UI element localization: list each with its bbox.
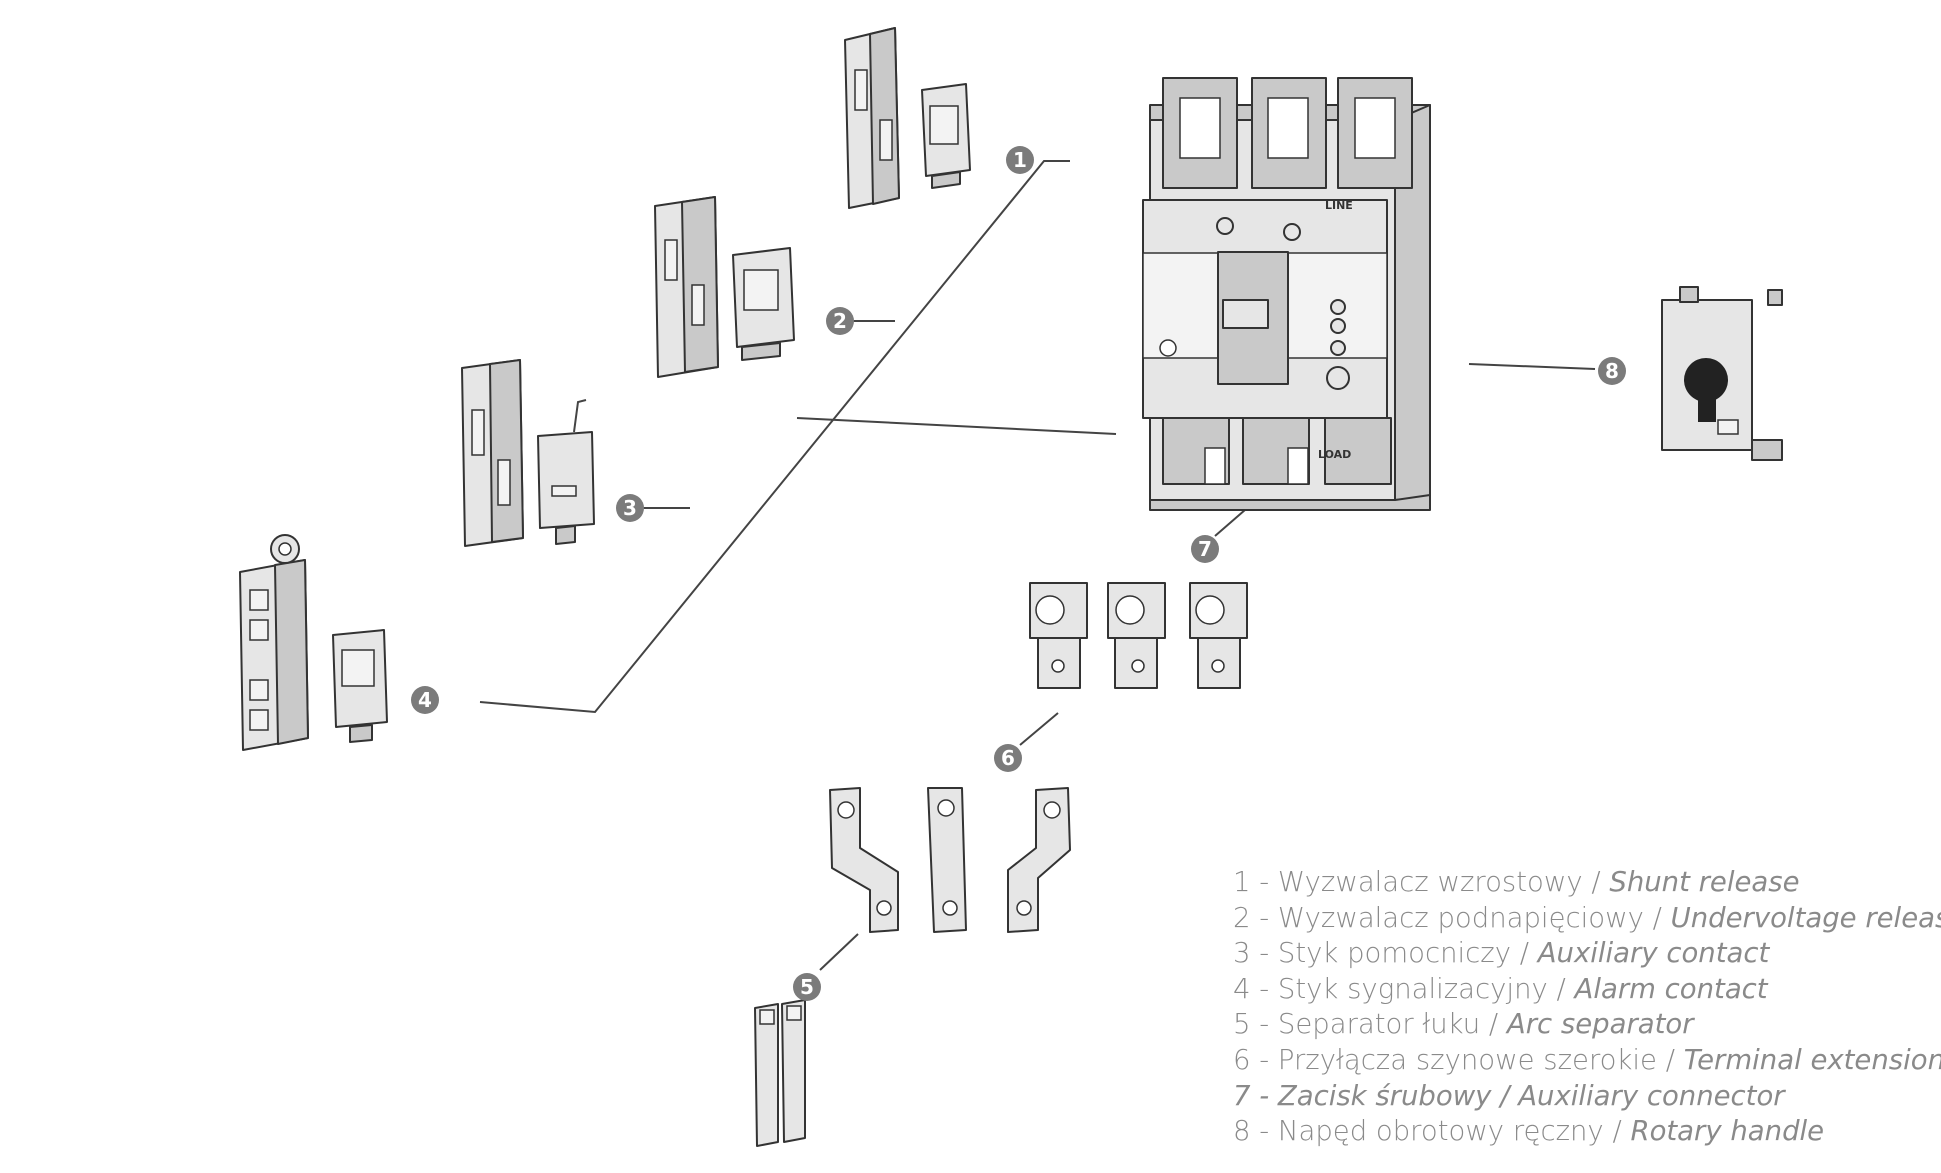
legend-polish-name: Wyzwalacz podnapięciowy [1277,901,1644,934]
legend-separator: / [1511,937,1538,970]
legend-separator: / [1656,1043,1684,1076]
legend-number: 7 [1233,1079,1251,1112]
legend-item-5: 5 - Separator łuku / Arc separator [1233,1008,1694,1041]
svg-text:7: 7 [1198,537,1212,561]
callout-7: 7 [1191,535,1219,563]
legend-english-name: Rotary handle [1630,1115,1825,1148]
legend-number: 3 [1233,937,1251,970]
legend-english-name: Auxiliary connector [1518,1079,1785,1112]
legend-polish-name: Wyzwalacz wzrostowy [1277,866,1583,898]
circuit-breaker-part: LINE LOAD [1142,77,1431,511]
legend-english-name: Shunt release [1609,866,1800,898]
svg-text:8: 8 [1605,359,1619,383]
legend-english-name: Arc separator [1506,1008,1694,1041]
legend-separator: / [1491,1079,1519,1112]
svg-text:3: 3 [623,496,637,520]
legend-polish-name: Styk pomocniczy [1277,937,1511,970]
load-label: LOAD [1318,448,1351,461]
legend-english-name: Undervoltage release [1670,901,1941,934]
svg-text:6: 6 [1001,746,1015,770]
legend-number: 4 [1233,972,1251,1005]
legend-polish-name: Napęd obrotowy ręczny [1277,1115,1604,1148]
legend-separator: / [1480,1008,1507,1041]
legend-english-name: Terminal extension [1683,1043,1941,1076]
svg-text:2: 2 [833,309,847,333]
auxiliary-connector-part [1029,582,1248,689]
auxiliary-contact-part [461,359,595,547]
shunt-release-part [844,27,971,209]
legend-polish-name: Przyłącza szynowe szerokie [1277,1043,1657,1076]
legend-number: 1 [1233,866,1251,898]
legend-item-6: 6 - Przyłącza szynowe szerokie / Termina… [1233,1043,1941,1079]
terminal-extension-part [829,787,1071,933]
legend-item-2: 2 - Wyzwalacz podnapięciowy / Undervolta… [1233,901,1941,937]
callout-1: 1 [1006,146,1034,174]
legend-english-name: Alarm contact [1574,972,1768,1005]
legend-polish-name: Zacisk śrubowy [1277,1079,1492,1112]
legend-number: 8 [1233,1115,1251,1148]
alarm-contact-part [239,534,388,751]
legend-separator: / [1603,1115,1631,1148]
legend-separator: / [1643,901,1671,934]
arc-separator-part [754,999,806,1147]
callout-4: 4 [411,686,439,714]
legend-number: 6 [1233,1043,1251,1076]
legend-item-4: 4 - Styk sygnalizacyjny / Alarm contact [1233,972,1768,1005]
legend-item-3: 3 - Styk pomocniczy / Auxiliary contact [1233,937,1770,970]
callout-2: 2 [826,307,854,335]
legend-polish-name: Separator łuku [1277,1008,1481,1041]
legend-separator: / [1582,866,1610,898]
legend-number: 5 [1233,1008,1251,1041]
svg-text:5: 5 [800,975,814,999]
legend-english-name: Auxiliary contact [1537,937,1770,970]
callout-6: 6 [994,744,1022,772]
leader-lines [479,160,1596,971]
callout-3: 3 [616,494,644,522]
legend-item-1: 1 - Wyzwalacz wzrostowy / Shunt release [1233,866,1800,898]
legend-item-7: 7 - Zacisk śrubowy / Auxiliary connector [1233,1079,1785,1112]
rotary-handle-part [1661,286,1783,461]
undervoltage-release-part [654,196,795,378]
legend-polish-name: Styk sygnalizacyjny [1277,972,1548,1005]
legend-number: 2 [1233,901,1251,934]
svg-text:4: 4 [418,688,432,712]
svg-text:1: 1 [1013,148,1027,172]
legend-separator: / [1547,972,1575,1005]
line-label: LINE [1325,199,1353,212]
legend-item-8: 8 - Napęd obrotowy ręczny / Rotary handl… [1233,1115,1825,1148]
callout-5: 5 [793,973,821,1001]
callout-8: 8 [1598,357,1626,385]
